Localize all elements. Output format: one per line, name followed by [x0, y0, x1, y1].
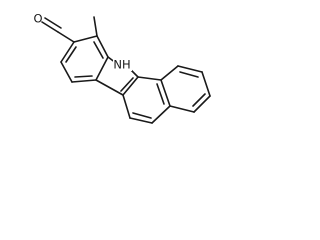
bond-c15-c16 — [177, 65, 203, 73]
bond-c11-c12-inner — [156, 83, 165, 105]
bond-c7-c8-inner — [120, 77, 134, 92]
bond-c16-c12 — [160, 65, 179, 81]
bond-c11-c13 — [169, 105, 195, 113]
bond-c15-c16-inner — [179, 71, 199, 78]
bond-c13-c14 — [193, 95, 211, 113]
bond-c4-c5-inner — [74, 75, 93, 78]
bond-c12-c7 — [137, 76, 162, 81]
bond-c8-c9 — [122, 94, 131, 119]
molecule-structure: O NH — [33, 12, 211, 124]
bond-c9-c10-inner — [132, 112, 152, 119]
bond-c4-c5 — [71, 79, 97, 83]
bond-c5-c6 — [60, 61, 73, 83]
bond-c7-c8 — [122, 76, 139, 96]
bond-c1-c2 — [73, 35, 98, 43]
bond-aldehyde-c-o — [41, 21, 59, 33]
atom-label-layer: O NH — [33, 12, 132, 72]
bond-c6-c1-inner — [65, 46, 77, 63]
bond-aldehyde-c-o-second — [44, 17, 62, 29]
bond-c2-c3 — [96, 35, 109, 58]
bond-c9-c10 — [129, 117, 153, 124]
bond-c13-c14-inner — [192, 93, 206, 107]
bond-c10-c11 — [151, 105, 171, 124]
bond-c6-c1 — [60, 41, 75, 63]
bond-c1-cho — [57, 31, 75, 43]
atom-oxygen-label: O — [33, 12, 42, 26]
atom-nh-label: NH — [113, 58, 130, 72]
bond-c11-c12 — [160, 79, 171, 107]
bond-c8-c4 — [95, 79, 124, 96]
bond-c2-methyl — [93, 16, 98, 37]
atom-nh-background — [113, 58, 132, 71]
bond-c14-c15 — [201, 71, 211, 97]
bond-c3-c4 — [95, 56, 109, 81]
bond-c2-c3-inner — [93, 41, 104, 59]
